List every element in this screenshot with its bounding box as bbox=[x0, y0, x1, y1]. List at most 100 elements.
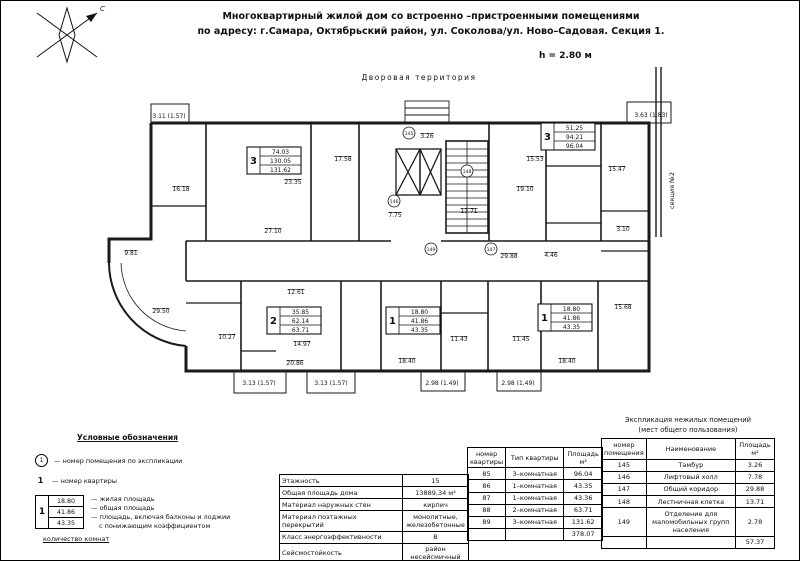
room-area-label: 29.88 bbox=[500, 253, 517, 260]
premise-number: 149 bbox=[601, 507, 647, 537]
apartment-area-value: 41.86 bbox=[563, 315, 580, 322]
ceiling-height-note: h = 2.80 м bbox=[539, 51, 592, 61]
plan-labels: 3.11 (1.57)16.1823.3517.583.267.7513.711… bbox=[124, 112, 667, 387]
room-area-label: 15.53 bbox=[526, 156, 543, 163]
apartment-info-box: 2 35.85 62.14 63.71 bbox=[266, 306, 322, 335]
premise-number: 145 bbox=[601, 458, 647, 472]
spec-label: Сейсмостойкость bbox=[279, 542, 403, 560]
apartment-rooms-count: 3 bbox=[250, 156, 257, 167]
apartment-area-value: 51.25 bbox=[566, 125, 583, 132]
premise-area: 13.71 bbox=[735, 494, 775, 509]
entrance-porch bbox=[404, 100, 450, 124]
spec-label: Материал наружных стен bbox=[279, 498, 403, 512]
apartment-area-value: 43.35 bbox=[563, 324, 580, 331]
explication-number: 149 bbox=[424, 242, 438, 256]
premises-col-name: Наименование bbox=[645, 438, 737, 460]
page-title: Многоквартирный жилой дом со встроенно –… bbox=[121, 9, 741, 39]
spec-value: В bbox=[402, 530, 469, 544]
apartments-total-area: 378.07 bbox=[563, 527, 603, 542]
apartment-area: 96.04 bbox=[563, 467, 603, 481]
explication-number: 148 bbox=[460, 164, 474, 178]
apartment-area-value: 62.14 bbox=[292, 318, 309, 325]
balconies bbox=[150, 101, 672, 394]
explication-number: 146 bbox=[387, 194, 401, 208]
svg-text:146: 146 bbox=[390, 199, 399, 205]
explication-number: 145 bbox=[402, 126, 416, 140]
section-2-wall: секция №2 bbox=[655, 67, 676, 237]
apartment-area: 43.36 bbox=[563, 491, 603, 505]
svg-text:147: 147 bbox=[487, 247, 496, 253]
premises-block: Экспликация нежилых помещений (мест обще… bbox=[601, 415, 775, 549]
premise-name: Лестничная клетка bbox=[645, 494, 737, 509]
premise-number: 148 bbox=[601, 494, 647, 509]
empty-cell bbox=[505, 527, 565, 542]
legend-balcony-label: — площадь, включая балконы и лоджии bbox=[91, 513, 231, 521]
premises-total-row: 57.37 bbox=[601, 535, 775, 549]
legend-balcony-area: 43.35 bbox=[56, 519, 76, 527]
apartment-area-value: 18.80 bbox=[411, 309, 428, 316]
compass-rose: С bbox=[36, 5, 105, 64]
apartment-rooms-count: 1 bbox=[389, 316, 396, 327]
room-area-label: 11.45 bbox=[512, 336, 529, 343]
legend-title: Условные обозначения bbox=[77, 433, 178, 442]
svg-text:145: 145 bbox=[405, 131, 414, 137]
spec-value: 15 bbox=[402, 473, 469, 488]
premises-col-area: Площадь м² bbox=[735, 438, 775, 460]
room-area-label: 16.18 bbox=[172, 186, 189, 193]
explication-number-symbol: 1 bbox=[35, 454, 48, 467]
apartment-area-value: 35.85 bbox=[292, 309, 309, 316]
room-area-label: 3.10 bbox=[616, 226, 630, 233]
apartments-col-area: Площадь м² bbox=[563, 446, 603, 469]
room-area-label: 15.47 bbox=[608, 166, 625, 173]
room-area-label: 18.40 bbox=[398, 358, 415, 365]
empty-cell bbox=[601, 535, 647, 549]
premise-name: Тамбур bbox=[645, 458, 737, 472]
room-area-label: 29.50 bbox=[152, 308, 169, 315]
apartment-rooms-count: 2 bbox=[270, 316, 277, 327]
premises-title-line1: Экспликация нежилых помещений bbox=[624, 416, 752, 424]
svg-text:148: 148 bbox=[463, 169, 472, 175]
room-area-label: 17.58 bbox=[334, 156, 351, 163]
room-area-label: 3.26 bbox=[420, 133, 434, 140]
legend-total-label: — общая площадь bbox=[91, 504, 155, 512]
room-area-label: 15.68 bbox=[614, 304, 631, 311]
room-area-label: 20.86 bbox=[286, 360, 303, 367]
outer-walls bbox=[107, 121, 651, 373]
empty-cell bbox=[466, 527, 507, 542]
room-area-label: 3.11 (1.57) bbox=[152, 113, 185, 120]
compass-north-label: С bbox=[100, 5, 105, 13]
room-area-label: 10.27 bbox=[218, 334, 235, 341]
legend-area-box-row: 1 18.80 41.86 43.35 — жилая площадь — об… bbox=[35, 495, 285, 531]
room-area-label: 3.13 (1.57) bbox=[242, 380, 275, 387]
room-area-label: 4.46 bbox=[544, 252, 558, 259]
apartments-table: номер квартиры Тип квартиры Площадь м² 8… bbox=[466, 446, 603, 542]
premises-header-row: номер помещения Наименование Площадь м² bbox=[601, 438, 775, 460]
legend-rooms-count: 1 bbox=[36, 496, 49, 528]
apartment-number: 87 bbox=[466, 491, 507, 505]
premises-title-line2: (мест общего пользования) bbox=[638, 426, 738, 435]
legend-item-apartment: 1 — номер квартиры bbox=[35, 476, 285, 485]
interior-walls bbox=[151, 123, 649, 371]
room-area-label: 3.13 (1.57) bbox=[314, 380, 347, 387]
premise-number: 147 bbox=[601, 482, 647, 497]
apartment-type: 1–комнатная bbox=[505, 491, 565, 505]
apartment-area-value: 63.71 bbox=[292, 327, 309, 334]
room-area-label: 11.43 bbox=[450, 336, 467, 343]
room-area-label: 2.98 (1.49) bbox=[501, 380, 534, 387]
apartment-rooms-count: 3 bbox=[544, 132, 551, 143]
room-area-label: 3.63 (1.83) bbox=[634, 112, 667, 119]
